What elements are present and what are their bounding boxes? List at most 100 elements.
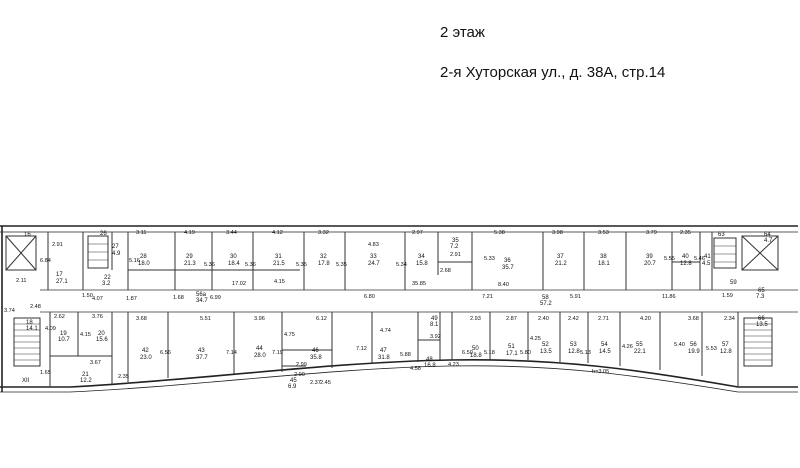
dim: 5.51 (200, 316, 211, 322)
dim: 3.44 (226, 230, 237, 236)
dim: 4.26 (622, 344, 633, 350)
dim: 4.09 (45, 326, 56, 332)
room-56a: 56a (196, 292, 207, 298)
dim: 3.32 (318, 230, 329, 236)
dim: 3.67 (90, 360, 101, 366)
stair-label: XII (22, 378, 30, 384)
room-22: 22 (104, 275, 111, 281)
room-36: 36 (504, 258, 511, 264)
dim: 2.45 (320, 380, 331, 386)
room-49-area: 8.1 (430, 322, 439, 328)
plan-outer-walls (0, 225, 798, 393)
dim: 5.13 (580, 350, 591, 356)
dim: 5.38 (494, 230, 505, 236)
room-26: 26 (100, 231, 107, 237)
dim: 1.65 (40, 370, 51, 376)
dim: 2.91 (52, 242, 63, 248)
room-54-area: 14.5 (599, 349, 611, 355)
room-35-area: 7.2 (450, 244, 459, 250)
dim: 8.40 (498, 282, 509, 288)
room-63: 63 (718, 232, 725, 238)
dim: 4.07 (92, 296, 103, 302)
room-56-area: 19.9 (688, 349, 700, 355)
room-52: 52 (542, 342, 549, 348)
dim: 6.84 (40, 258, 51, 264)
dim: 5.18 (484, 350, 495, 356)
dim: 6.99 (210, 295, 221, 301)
room-65-area: 7.3 (756, 294, 765, 300)
dim: 3.68 (136, 316, 147, 322)
room-29-area: 21.3 (184, 261, 196, 267)
room-30: 30 (230, 254, 237, 260)
room-55-area: 22.1 (634, 349, 646, 355)
dim: 4.75 (284, 332, 295, 338)
dim: 2.37 (310, 380, 321, 386)
dim: 5.33 (484, 256, 495, 262)
dim: 6.56 (160, 350, 171, 356)
dim: 2.48 (30, 304, 41, 310)
room-42-area: 23.0 (140, 355, 152, 361)
room-27-area: 4.9 (112, 251, 121, 257)
room-47-area: 31.8 (378, 355, 390, 361)
room-56a-area: 34.7 (196, 298, 208, 304)
dim: 4.15 (80, 332, 91, 338)
room-28: 28 (140, 254, 147, 260)
room-16: 16 (24, 232, 31, 238)
dim: 2.91 (450, 252, 461, 258)
dim: 2.40 (538, 316, 549, 322)
room-36-area: 35.7 (502, 265, 514, 271)
dim: 2.71 (598, 316, 609, 322)
dim: 2.62 (54, 314, 65, 320)
room-31-area: 21.5 (273, 261, 285, 267)
room-65: 65 (758, 288, 765, 294)
dim: 4.83 (368, 242, 379, 248)
room-57-area: 12.8 (720, 349, 732, 355)
room-58-area: 57.2 (540, 301, 552, 307)
room-18: 18 (26, 320, 33, 326)
room-27: 27 (112, 244, 119, 250)
room-66: 66 (758, 316, 765, 322)
room-47: 47 (380, 348, 387, 354)
room-58: 58 (542, 295, 549, 301)
room-46-area: 35.8 (310, 355, 322, 361)
room-50-area: 18.8 (470, 353, 482, 359)
room-45: 45 (290, 378, 297, 384)
dim: 7.21 (482, 294, 493, 300)
room-34: 34 (418, 254, 425, 260)
room-54: 54 (601, 342, 608, 348)
room-40: 40 (682, 254, 689, 260)
dim: 3.96 (254, 316, 265, 322)
room-37: 37 (557, 254, 564, 260)
room-29: 29 (186, 254, 193, 260)
dim: 5.55 (664, 256, 675, 262)
room-55: 55 (636, 342, 643, 348)
dim: 5.35 (336, 262, 347, 268)
dim: 4.20 (640, 316, 651, 322)
dim: 4.25 (530, 336, 541, 342)
dim: 3.92 (430, 334, 441, 340)
dimension-labels: 2.91 6.84 2.11 2.48 3.74 1.65 2.62 4.09 … (4, 230, 735, 386)
dim: 5.34 (396, 262, 407, 268)
dim: 5.35 (296, 262, 307, 268)
room-39: 39 (646, 254, 653, 260)
dim: 7.12 (356, 346, 367, 352)
room-53: 53 (570, 342, 577, 348)
dim: 11.86 (662, 294, 676, 300)
dim: 7.14 (226, 350, 237, 356)
room-21: 21 (82, 372, 89, 378)
address-text: 2-я Хуторская ул., д. 38А, стр.14 (440, 64, 666, 81)
room-48: 48 (426, 357, 433, 363)
room-53-area: 12.8 (568, 349, 580, 355)
dim: 2.97 (412, 230, 423, 236)
room-41: 41 (704, 254, 711, 260)
dim: 2.99 (296, 362, 307, 368)
dim: 3.74 (4, 308, 15, 314)
room-49: 49 (431, 316, 438, 322)
dim: 4.23 (448, 362, 459, 368)
room-40-area: 12.8 (680, 261, 692, 267)
room-30-area: 18.4 (228, 261, 240, 267)
room-21-area: 12.2 (80, 378, 92, 384)
room-33-area: 24.7 (368, 261, 380, 267)
dim: 1.87 (126, 296, 137, 302)
